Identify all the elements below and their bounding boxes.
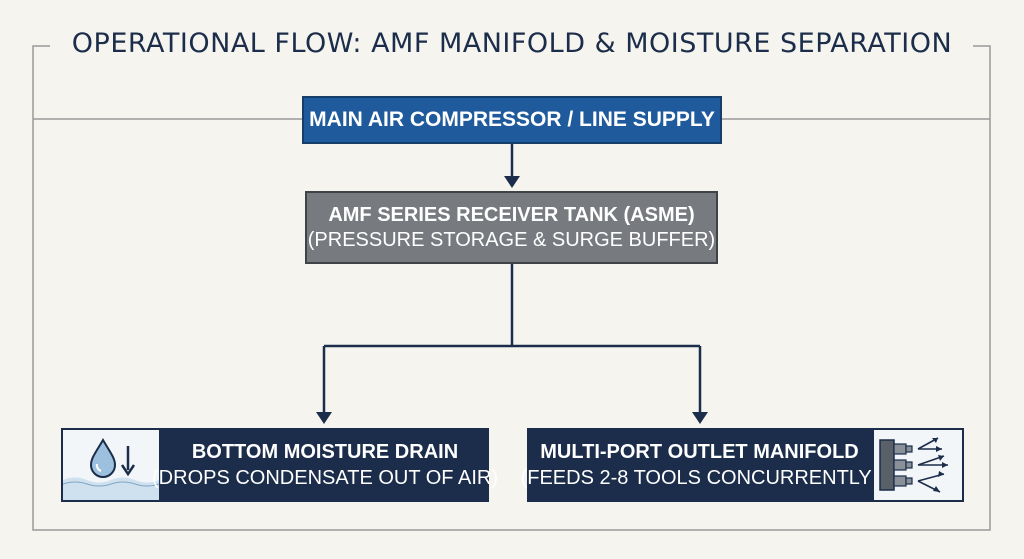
node-moisture-drain-label: BOTTOM MOISTURE DRAIN bbox=[191, 441, 459, 463]
node-moisture-drain-sublabel: (DROPS CONDENSATE OUT OF AIR) bbox=[152, 467, 498, 489]
node-moisture-drain: BOTTOM MOISTURE DRAIN (DROPS CONDENSATE … bbox=[152, 428, 498, 502]
diagram-title: OPERATIONAL FLOW: AMF MANIFOLD & MOISTUR… bbox=[71, 28, 953, 59]
outer-frame bbox=[32, 45, 991, 531]
connector-to-drain bbox=[316, 346, 332, 424]
node-outlet-manifold-sublabel: (FEEDS 2-8 TOOLS CONCURRENTLY) bbox=[520, 467, 879, 489]
node-receiver-tank-sublabel: (PRESSURE STORAGE & SURGE BUFFER) bbox=[307, 228, 716, 251]
manifold-ports-icon bbox=[872, 428, 964, 502]
node-air-supply-label: MAIN AIR COMPRESSOR / LINE SUPPLY bbox=[309, 108, 715, 131]
connector-to-outlet bbox=[692, 346, 708, 424]
node-receiver-tank-label: AMF SERIES RECEIVER TANK (ASME) bbox=[328, 203, 695, 226]
connector-tank-split bbox=[324, 264, 700, 348]
water-drop-down-arrow-icon bbox=[61, 428, 161, 502]
node-receiver-tank: AMF SERIES RECEIVER TANK (ASME) (PRESSUR… bbox=[305, 191, 718, 264]
node-outlet-manifold: MULTI-PORT OUTLET MANIFOLD (FEEDS 2-8 TO… bbox=[521, 428, 878, 502]
node-air-supply: MAIN AIR COMPRESSOR / LINE SUPPLY bbox=[302, 96, 722, 144]
connector-supply-to-tank bbox=[504, 144, 520, 188]
node-outlet-manifold-label: MULTI-PORT OUTLET MANIFOLD bbox=[540, 441, 859, 463]
